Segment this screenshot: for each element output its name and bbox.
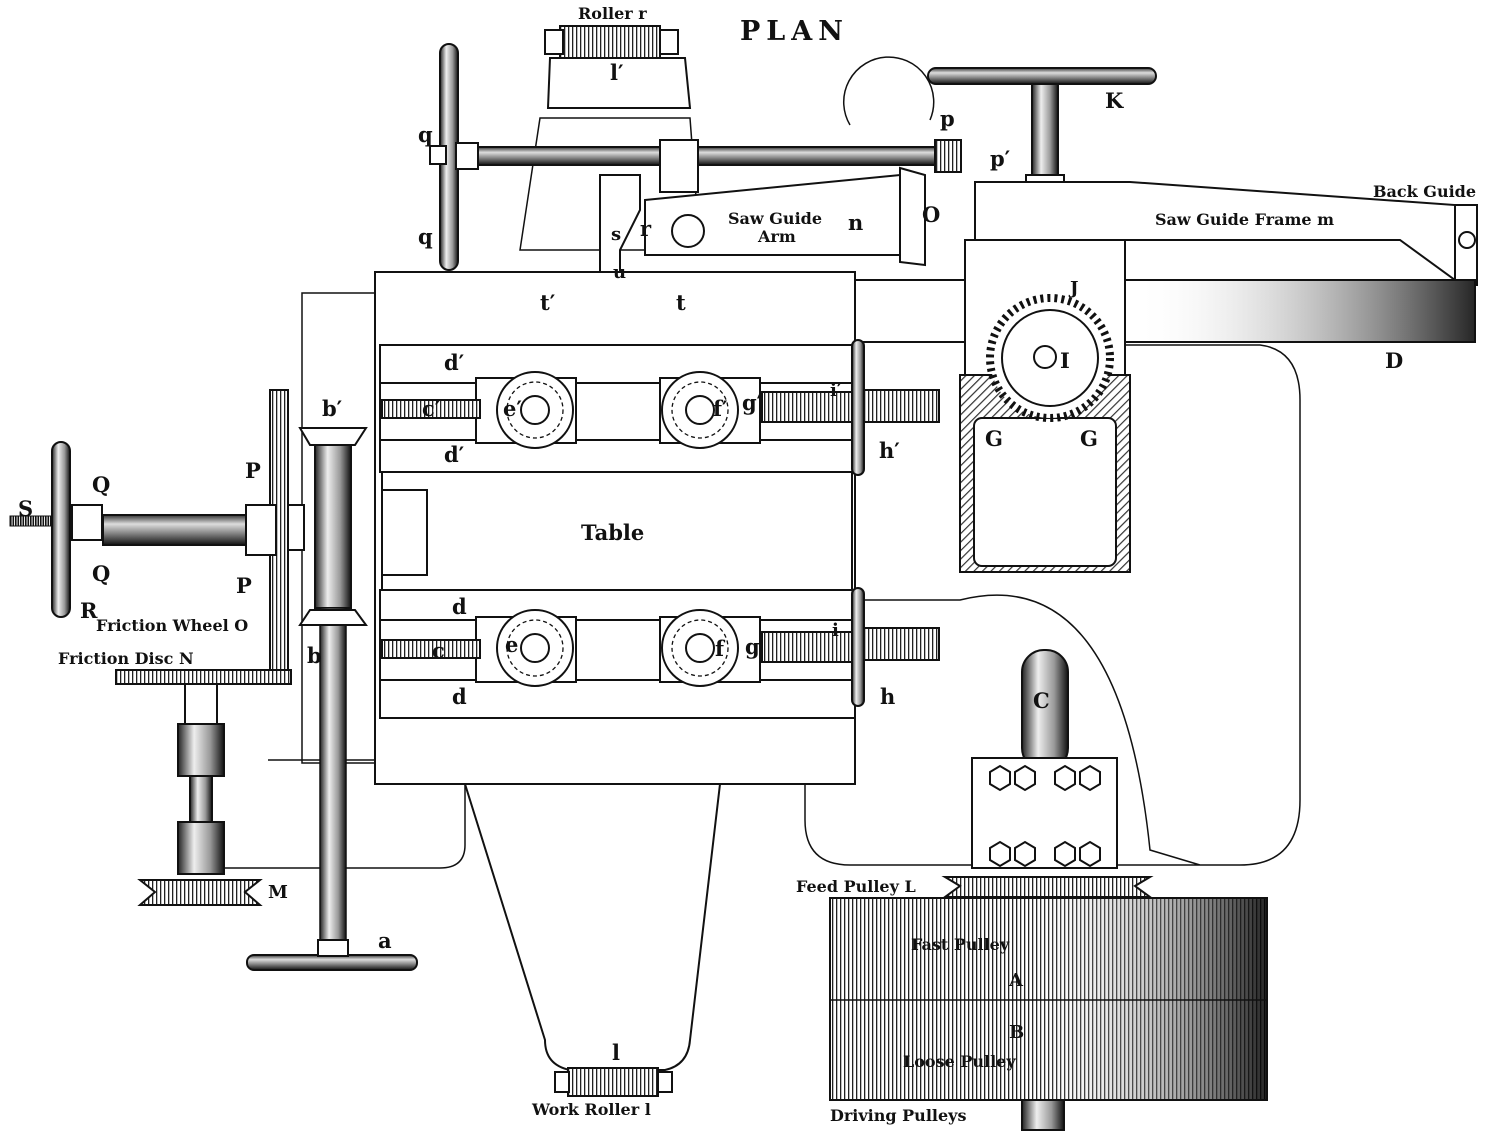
label-n: n: [848, 210, 864, 235]
saw-guide-arm: [599, 166, 926, 286]
label-p-lower-cap: P: [236, 573, 252, 598]
label-roller-r: Roller r: [578, 4, 647, 23]
label-b-prime: b′: [322, 396, 343, 421]
label-friction-disc: Friction Disc N: [58, 649, 194, 668]
label-a: a: [378, 928, 392, 953]
label-l-prime: l′: [610, 60, 624, 85]
label-work-roller: Work Roller l: [532, 1100, 651, 1119]
label-feed-pulley: Feed Pulley L: [796, 877, 916, 896]
label-r: r: [640, 216, 652, 241]
handwheel-h: [851, 587, 865, 707]
label-p-upper-cap: P: [245, 458, 261, 483]
label-e: e: [505, 632, 519, 657]
label-u: u: [613, 262, 627, 283]
label-d-top: d: [452, 594, 467, 619]
lower-rolls: [381, 609, 858, 687]
vertical-shaft-b: [298, 427, 368, 949]
label-r-cap: R: [80, 598, 98, 623]
handwheel-q: [429, 43, 479, 271]
label-t: t: [676, 290, 686, 315]
main-frame: [804, 239, 1301, 866]
label-t-prime: t′: [540, 290, 556, 315]
friction-disc-n: [115, 669, 292, 685]
label-g: g: [745, 634, 760, 659]
label-loose-pulley: Loose Pulley: [903, 1052, 1016, 1071]
upper-shaft: [477, 146, 949, 166]
label-m: M: [268, 882, 288, 903]
label-i: I: [1060, 348, 1070, 373]
work-roller-bracket: [463, 783, 722, 1097]
label-a-pulley: A: [1009, 970, 1023, 991]
label-c-bracket: C: [1033, 688, 1050, 713]
label-e-prime: e′: [503, 396, 522, 421]
label-j: J: [1070, 278, 1079, 299]
label-back-guide: Back Guide: [1373, 182, 1477, 201]
label-fast-pulley: Fast Pulley: [911, 935, 1010, 954]
label-c: c: [432, 638, 445, 663]
label-b: b: [307, 643, 322, 668]
label-q-lower-cap: Q: [92, 561, 111, 586]
label-g-prime: g′: [742, 390, 763, 415]
label-d-prime-top: d′: [444, 350, 465, 375]
feed-shaft: [9, 441, 305, 618]
pulley-d: [854, 279, 1476, 343]
label-c-prime: c′: [422, 396, 441, 421]
handwheel-a: [246, 954, 418, 971]
label-q-lower: q: [418, 224, 433, 249]
label-g-left: G: [985, 426, 1003, 451]
label-h-prime: h′: [879, 438, 900, 463]
label-o-upper: O: [922, 202, 941, 227]
label-q-upper-cap: Q: [92, 472, 111, 497]
label-h: h: [880, 684, 896, 709]
pulley-m-shaft: [137, 683, 263, 906]
label-d-bottom: d: [452, 684, 467, 709]
label-driving-pulleys: Driving Pulleys: [830, 1106, 967, 1125]
label-b-pulley: B: [1009, 1022, 1025, 1043]
upper-rolls: [381, 371, 858, 449]
label-i: i: [832, 620, 839, 641]
label-d-pulley: D: [1385, 348, 1404, 373]
label-f: f: [715, 636, 725, 661]
bracket-c: [971, 649, 1118, 869]
label-p-prime: p′: [990, 146, 1011, 171]
feed-pulley-l: [941, 876, 1154, 898]
label-s: s: [611, 224, 622, 245]
plan-title: PLAN: [740, 16, 849, 47]
label-d-prime-bottom: d′: [444, 442, 465, 467]
label-s-screw: S: [18, 496, 34, 521]
label-g-right: G: [1080, 426, 1098, 451]
label-saw-guide-arm-1: Saw Guide: [728, 209, 823, 228]
label-f-prime: f′: [713, 396, 728, 421]
label-saw-guide-arm-2: Arm: [758, 227, 796, 246]
driving-pulleys: [829, 897, 1268, 1131]
label-k: K: [1105, 88, 1124, 113]
label-q-upper: q: [418, 122, 433, 147]
label-p: p: [940, 106, 955, 131]
label-saw-guide-frame: Saw Guide Frame m: [1155, 210, 1335, 229]
label-friction-wheel: Friction Wheel O: [96, 616, 249, 635]
label-l-lower: l: [612, 1040, 620, 1065]
label-table: Table: [581, 520, 645, 545]
bevel-gear-i: [986, 294, 1114, 422]
handwheel-h-prime: [851, 339, 865, 476]
label-i-prime: i′: [830, 380, 842, 401]
